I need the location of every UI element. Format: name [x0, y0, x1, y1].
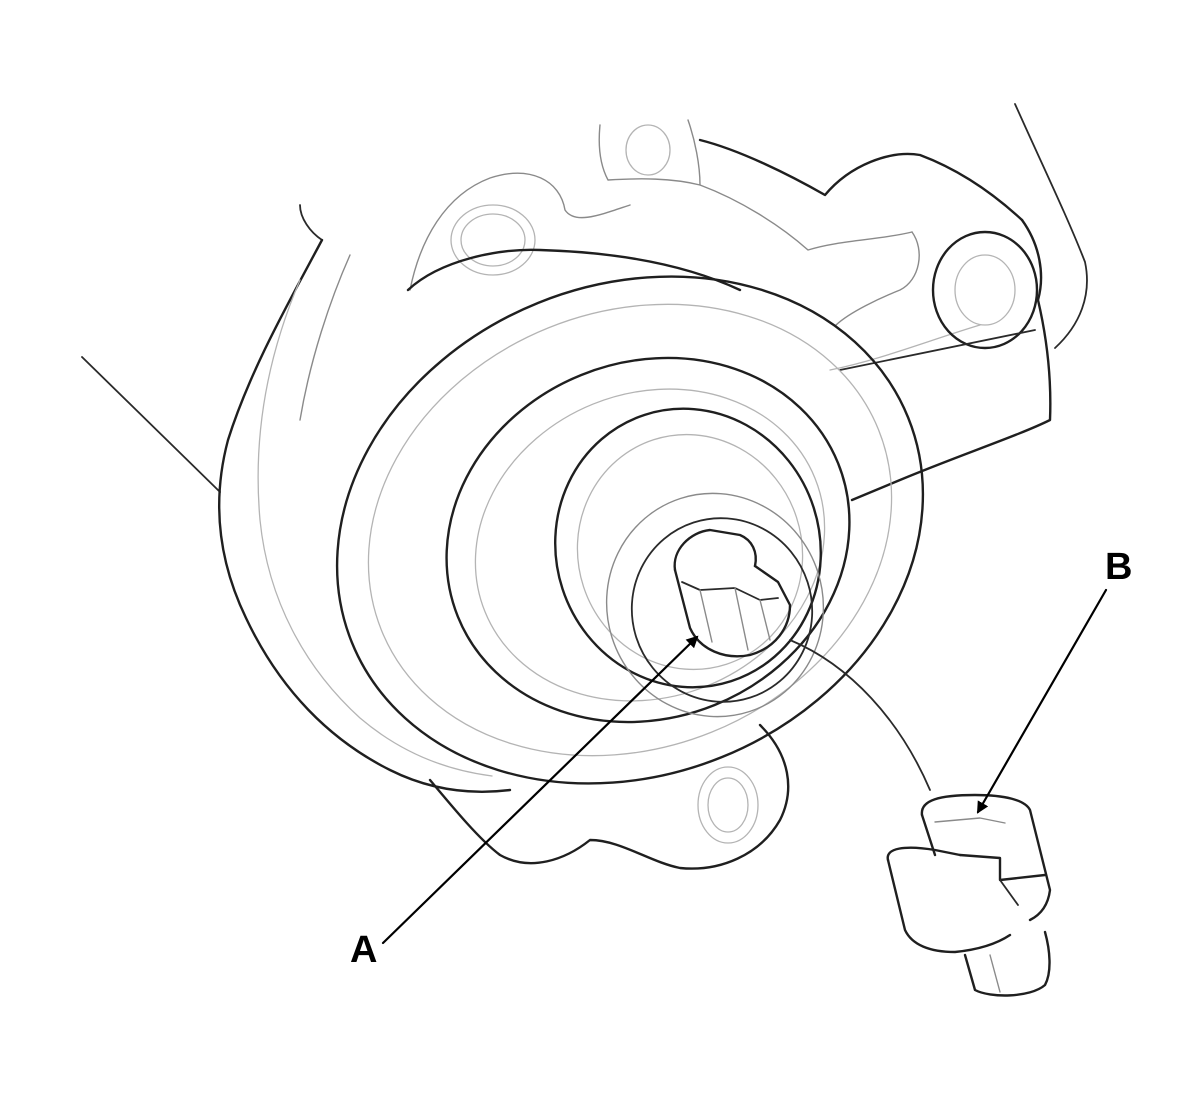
background-lines	[81, 103, 1088, 493]
leader-a	[381, 635, 699, 945]
callout-label-a: A	[350, 929, 377, 971]
pump-housing	[218, 119, 1052, 870]
tool-adapter	[789, 639, 1052, 997]
callout-leaders	[381, 588, 1108, 945]
pump-body-rings	[335, 248, 925, 785]
hex-shaft	[673, 528, 792, 658]
callout-label-b: B	[1105, 546, 1132, 588]
leader-b	[976, 588, 1108, 814]
